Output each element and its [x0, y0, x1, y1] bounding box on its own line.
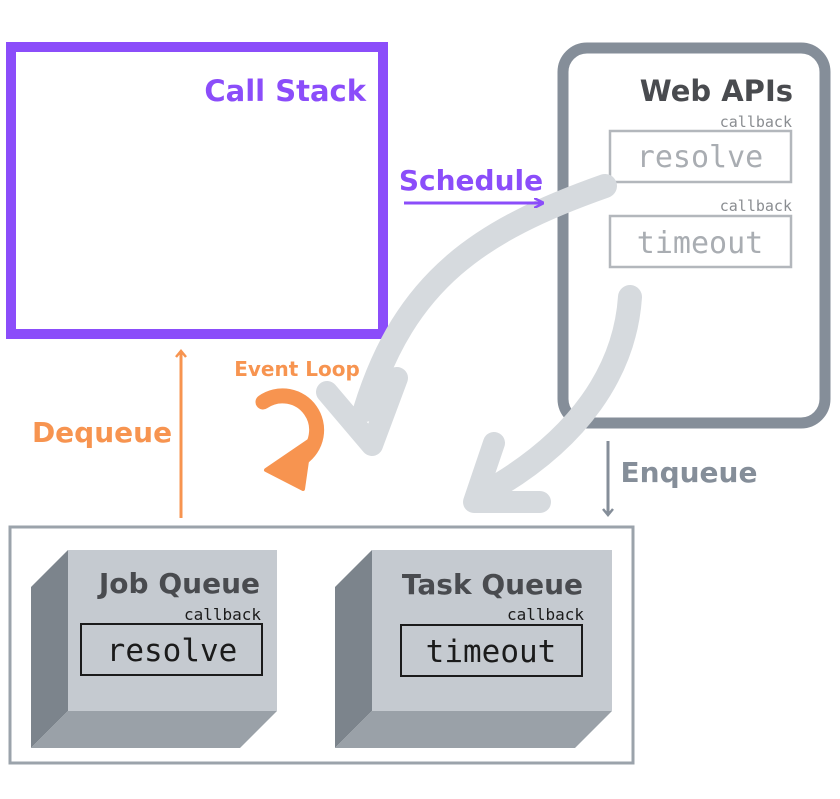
web-apis-timeout-label: timeout: [637, 226, 763, 261]
resolve-to-job-queue-curve: [353, 174, 617, 422]
web-apis-title: Web APIs: [640, 74, 793, 108]
task-queue-timeout-label: timeout: [426, 634, 557, 670]
timeout-curve-arrowhead: [463, 432, 551, 513]
job-queue-resolve-box: [80, 623, 263, 676]
call-stack-box: [6, 42, 388, 339]
job-queue-callback-caption: callback: [184, 605, 261, 624]
task-queue-timeout-box: [400, 624, 583, 677]
call-stack-title: Call Stack: [204, 74, 366, 108]
event-loop-icon: [255, 388, 325, 491]
event-loop-label: Event Loop: [234, 357, 360, 381]
job-queue-resolve-label: resolve: [107, 633, 238, 669]
dequeue-label: Dequeue: [32, 416, 172, 449]
job-queue-box: [31, 550, 277, 748]
timeout-to-task-queue-curve: [473, 285, 642, 505]
job-queue-title: Job Queue: [97, 567, 260, 600]
task-queue-title: Task Queue: [402, 568, 583, 601]
task-queue-box: [335, 550, 612, 748]
web-apis-resolve-label: resolve: [637, 140, 763, 175]
web-apis-callback-caption-2: callback: [720, 197, 792, 215]
web-apis-timeout-box: [608, 214, 793, 269]
task-queue-callback-caption: callback: [507, 605, 584, 624]
enqueue-label: Enqueue: [621, 456, 758, 489]
schedule-label: Schedule: [399, 164, 543, 197]
resolve-curve-arrowhead: [316, 367, 408, 456]
web-apis-callback-caption-1: callback: [720, 113, 792, 131]
web-apis-resolve-box: [608, 129, 793, 184]
